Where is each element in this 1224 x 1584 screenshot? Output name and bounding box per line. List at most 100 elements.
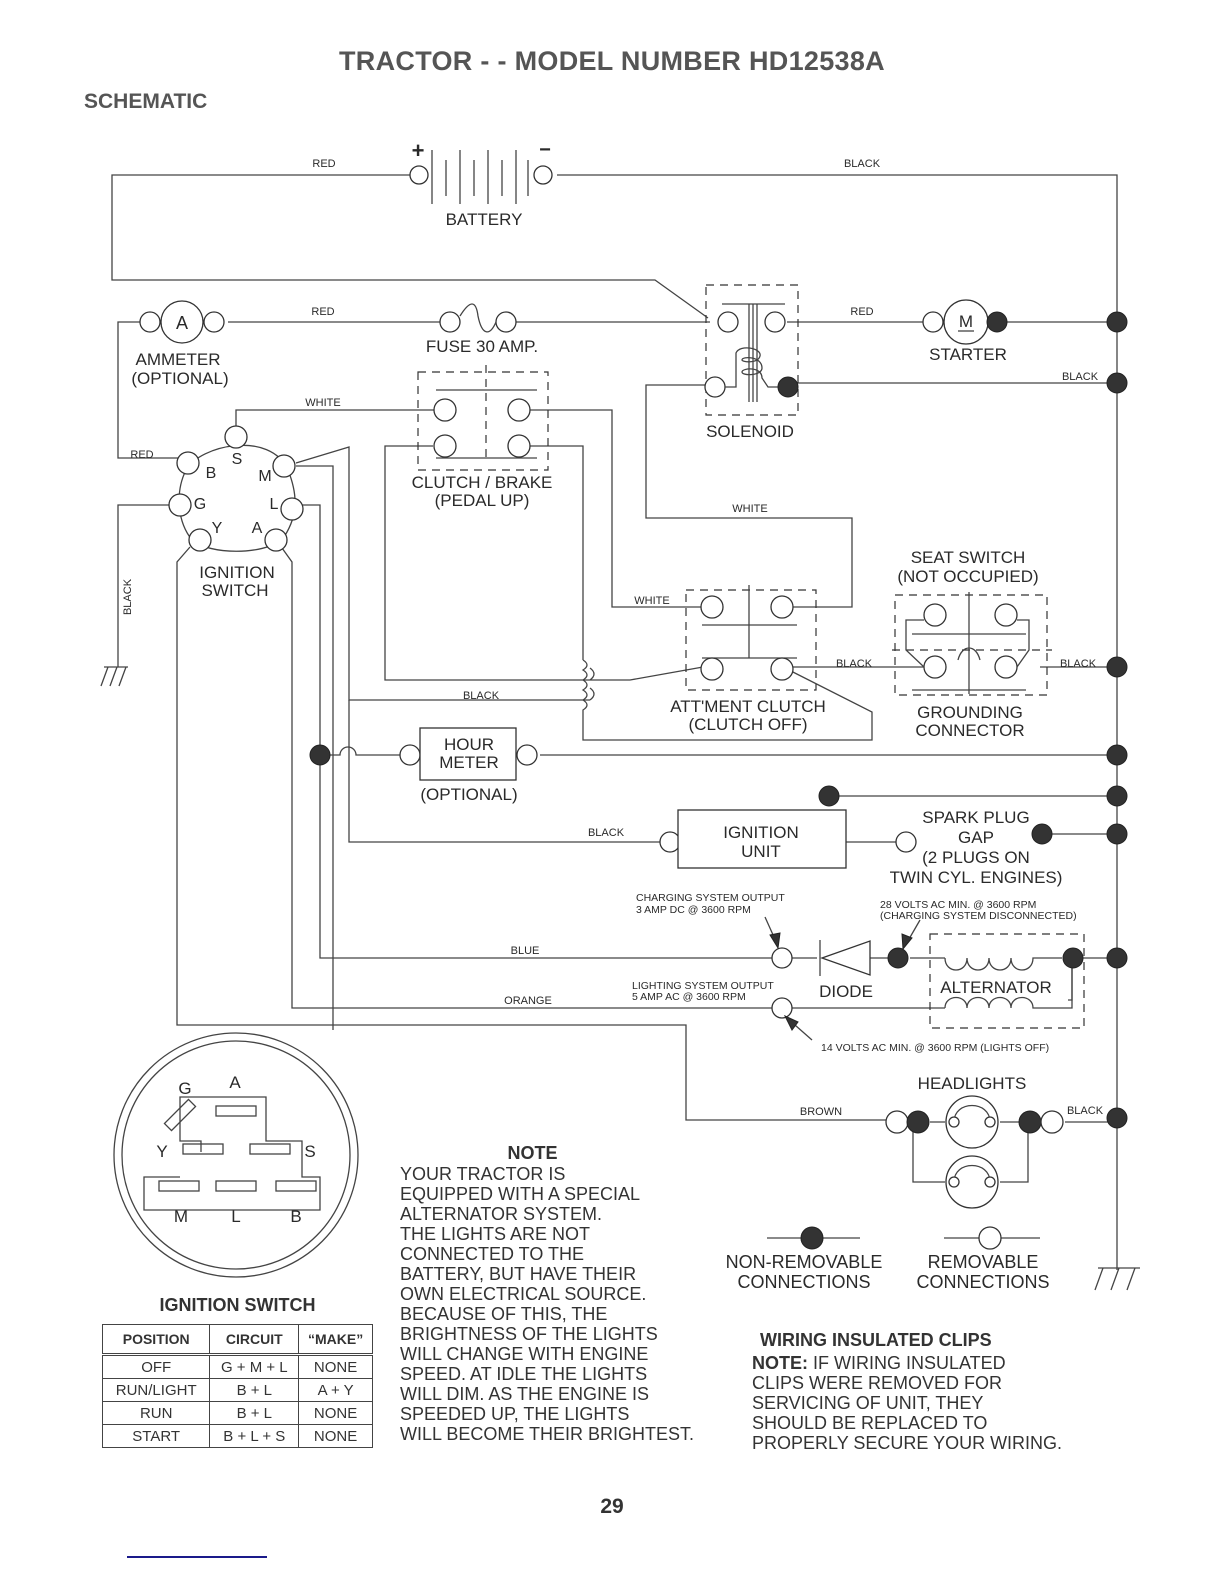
wire-label-red-b: RED bbox=[130, 449, 153, 461]
fuse-label: FUSE 30 AMP. bbox=[426, 337, 538, 356]
attment-clutch-label-2: (CLUTCH OFF) bbox=[689, 715, 808, 734]
legend-non-removable-2: CONNECTIONS bbox=[737, 1272, 870, 1292]
wire-clutch-lower-right bbox=[522, 445, 584, 660]
wire-label-white-attment: WHITE bbox=[634, 595, 669, 607]
grounding-connector-label-1: GROUNDING bbox=[917, 703, 1023, 722]
ignition-unit-label-2: UNIT bbox=[741, 842, 781, 861]
table-header-row: POSITION CIRCUIT “MAKE” bbox=[101, 1324, 373, 1356]
cell-make: A + Y bbox=[298, 1378, 373, 1402]
hour-meter: HOUR METER (OPTIONAL) bbox=[309, 727, 538, 804]
cell-position: OFF bbox=[101, 1354, 211, 1379]
attment-clutch-label-1: ATT'MENT CLUTCH bbox=[670, 697, 826, 716]
clips-heading: WIRING INSULATED CLIPS bbox=[760, 1330, 992, 1350]
legend-non-removable-1: NON-REMOVABLE bbox=[726, 1252, 883, 1272]
wire-label-black-ignition: BLACK bbox=[588, 827, 625, 839]
ignition-unit-label-1: IGNITION bbox=[723, 823, 799, 842]
note-line: EQUIPPED WITH A SPECIAL bbox=[400, 1184, 641, 1204]
connection-legend: NON-REMOVABLE CONNECTIONS REMOVABLE CONN… bbox=[726, 1226, 1050, 1292]
wire-label-black-headlight: BLACK bbox=[1067, 1105, 1104, 1117]
note-line: OWN ELECTRICAL SOURCE. bbox=[400, 1284, 647, 1304]
table-row: RUN/LIGHT B + L A + Y bbox=[101, 1378, 373, 1402]
wire-white-s bbox=[235, 409, 435, 427]
fuse: FUSE 30 AMP. bbox=[426, 303, 538, 356]
alternator-label: ALTERNATOR bbox=[940, 978, 1051, 997]
wire-label-orange: ORANGE bbox=[504, 995, 552, 1007]
volts28-1: 28 VOLTS AC MIN. @ 3600 RPM bbox=[880, 899, 1036, 911]
table-row: RUN B + L NONE bbox=[101, 1401, 373, 1425]
ignition-switch-label-1: IGNITION bbox=[199, 563, 275, 582]
charging-output-1: CHARGING SYSTEM OUTPUT bbox=[636, 892, 785, 904]
table-row: START B + L + S NONE bbox=[101, 1424, 373, 1448]
non-removable-connection-icon bbox=[800, 1226, 824, 1250]
terminal-g: G bbox=[194, 496, 206, 513]
wire-label-black-g: BLACK bbox=[122, 578, 134, 615]
connector-blades bbox=[158, 1098, 317, 1192]
wire-label-white-s: WHITE bbox=[305, 397, 340, 409]
note-line: BATTERY, BUT HAVE THEIR bbox=[400, 1264, 637, 1284]
cell-circuit: B + L + S bbox=[209, 1424, 300, 1448]
solenoid-ground-connection bbox=[777, 376, 799, 398]
ignition-unit: IGNITION UNIT bbox=[659, 785, 847, 869]
connector-label-s: S bbox=[304, 1142, 315, 1161]
spark-plug: SPARK PLUG GAP (2 PLUGS ON TWIN CYL. ENG… bbox=[890, 808, 1063, 887]
wire-m-black bbox=[295, 446, 590, 701]
ground-symbol-right bbox=[1094, 1267, 1140, 1291]
connector-label-y: Y bbox=[156, 1142, 167, 1161]
ignition-switch: S B M G L Y A IGNITION SWITCH bbox=[168, 425, 304, 600]
spark-plug-label-1: SPARK PLUG bbox=[922, 808, 1029, 827]
ground-symbol-left bbox=[100, 666, 128, 687]
hour-meter-optional: (OPTIONAL) bbox=[420, 785, 517, 804]
terminal-a: A bbox=[252, 520, 263, 537]
ammeter-label: AMMETER bbox=[136, 350, 221, 369]
wire-red-ammeter-to-b bbox=[117, 321, 178, 459]
cell-circuit: B + L bbox=[209, 1401, 300, 1425]
ignition-switch-table: POSITION CIRCUIT “MAKE” OFF G + M + L NO… bbox=[101, 1324, 373, 1448]
cell-position: RUN bbox=[101, 1401, 211, 1425]
terminal-y: Y bbox=[212, 520, 223, 537]
spark-plug-label-2: GAP bbox=[958, 828, 994, 847]
header-make: “MAKE” bbox=[298, 1324, 373, 1356]
starter-label: STARTER bbox=[929, 345, 1007, 364]
clips-line: NOTE: IF WIRING INSULATED bbox=[752, 1353, 1122, 1373]
battery-label: BATTERY bbox=[446, 210, 523, 229]
note-line: BECAUSE OF THIS, THE bbox=[400, 1304, 608, 1324]
headlight-bulb-2 bbox=[945, 1155, 999, 1209]
battery-negative-terminal bbox=[533, 165, 553, 185]
starter: M STARTER bbox=[922, 299, 1008, 364]
clips-line: SHOULD BE REPLACED TO bbox=[752, 1413, 988, 1433]
wire-label-red-battery: RED bbox=[312, 158, 335, 170]
hour-meter-label-2: METER bbox=[439, 753, 499, 772]
solenoid-label: SOLENOID bbox=[706, 422, 794, 441]
terminal-l: L bbox=[270, 496, 279, 513]
table-row: OFF G + M + L NONE bbox=[101, 1354, 373, 1379]
wire-label-red-starter: RED bbox=[850, 306, 873, 318]
clips-first-line: IF WIRING INSULATED bbox=[808, 1353, 1006, 1373]
page-title: TRACTOR - - MODEL NUMBER HD12538A bbox=[339, 46, 885, 76]
wiring-clips-note: WIRING INSULATED CLIPS NOTE: IF WIRING I… bbox=[752, 1330, 1122, 1453]
wire-label-white-solenoid: WHITE bbox=[732, 503, 767, 515]
clips-note-prefix: NOTE: bbox=[752, 1353, 808, 1373]
wire-black-ignition-unit bbox=[348, 700, 662, 843]
hour-meter-label-1: HOUR bbox=[444, 735, 494, 754]
clips-line: PROPERLY SECURE YOUR WIRING. bbox=[752, 1433, 1063, 1453]
wire-label-red-ammeter: RED bbox=[311, 306, 334, 318]
wire-a-orange bbox=[281, 547, 772, 1009]
terminal-b: B bbox=[206, 465, 217, 482]
note-line: WILL CHANGE WITH ENGINE bbox=[400, 1344, 649, 1364]
spark-plug-label-4: TWIN CYL. ENGINES) bbox=[890, 868, 1063, 887]
ground-bus-junctions bbox=[1106, 311, 1128, 1129]
cell-circuit: G + M + L bbox=[209, 1354, 300, 1379]
diode-label: DIODE bbox=[819, 982, 873, 1001]
removable-connection-icon bbox=[978, 1226, 1002, 1250]
wire-label-black-ground: BLACK bbox=[1060, 658, 1097, 670]
alternator: ALTERNATOR bbox=[771, 933, 1085, 1029]
battery-plus-sign: + bbox=[412, 138, 425, 163]
wire-white-clutch-to-attment bbox=[522, 409, 702, 608]
cell-make: NONE bbox=[298, 1354, 373, 1379]
annotation-arrows bbox=[764, 916, 921, 1041]
charging-output-2: 3 AMP DC @ 3600 RPM bbox=[636, 904, 751, 916]
legend-removable-1: REMOVABLE bbox=[928, 1252, 1039, 1272]
cell-position: RUN/LIGHT bbox=[101, 1378, 211, 1402]
ammeter-symbol: A bbox=[176, 313, 188, 333]
